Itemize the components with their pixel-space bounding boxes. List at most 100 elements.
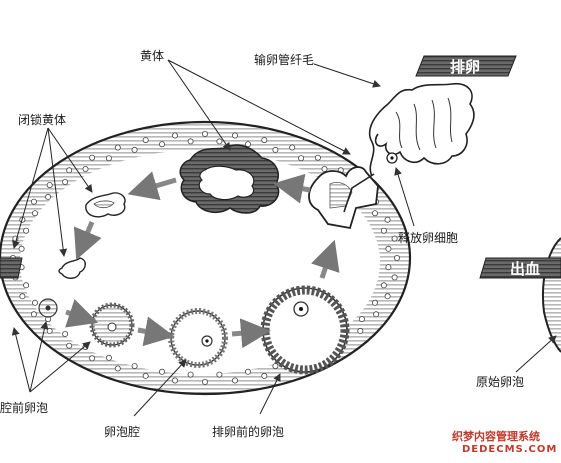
primordial-follicle-dot [187,138,194,145]
primordial-follicle-dot [105,155,112,162]
primordial-follicle-dot [261,137,268,144]
primordial-follicle-dot [380,282,387,289]
second-ovary-edge [542,237,561,353]
arrow-preovulatory-to-rupture [311,239,340,279]
primordial-follicle-dot [114,144,121,151]
primordial-follicle-dot [82,165,89,172]
pointer-antral-1 [29,321,49,393]
primordial-follicle-dot [289,144,296,151]
primordial-follicle-dot [19,293,26,300]
primordial-follicle-dot [158,141,165,148]
banner-hemorrhage: 出血 [479,257,561,279]
primordial-follicle-dot [261,372,268,379]
label-antral-follicle: 腔前卵泡 [0,400,48,415]
primordial-follicle-dot [216,138,223,145]
primordial-follicle-dot [391,274,398,281]
primordial-follicle-dot [298,155,305,162]
label-primordial-follicle: 原始卵泡 [476,375,524,389]
fimbriae-folds [395,97,453,151]
primordial-follicle-dot [380,227,387,234]
arrow-secondary-to-antral [137,316,175,347]
label-follicular-antrum: 卵泡腔 [104,424,140,439]
primordial-follicle-dot [385,245,392,252]
primordial-follicle-dot [62,178,69,185]
primordial-follicle-dot [46,327,53,334]
primordial-follicle-dot [105,354,112,361]
primordial-follicle-dot [371,299,378,306]
arrow-rupture-to-luteum [273,173,311,204]
primordial-follicle-dot [30,198,37,205]
secondary-follicle-oocyte [107,322,117,332]
pointer-primordial [515,335,557,373]
text-labels: 黄体 输卵管纤毛 闭锁黄体 释放卵细胞 腔前卵泡 卵泡腔 排卵前的卵泡 原始卵泡 [0,49,524,439]
primordial-follicle-dot [45,193,52,200]
primordial-follicle-dot [187,371,194,378]
primordial-follicle-dot [393,254,400,261]
primordial-follicle-dot [373,311,380,318]
primordial-follicle-dot [216,371,223,378]
secondary-follicle-granulosa [89,302,135,348]
released-oocyte-nucleus [390,156,394,160]
fimbriae-stalk [343,173,375,213]
primordial-follicle-dot [384,293,391,300]
label-released-oocyte: 释放卵细胞 [398,230,458,245]
primordial-follicle-dot [171,377,178,384]
primordial-follicle-dot [66,167,73,174]
primordial-follicle-dot [114,365,121,372]
primordial-follicle-dot [321,165,328,172]
primordial-follicle-dot [384,216,391,223]
primordial-follicle-dot [201,378,208,385]
primordial-follicle-dot [244,368,251,375]
watermark-line1: 织梦内容管理系统 [452,430,540,443]
primordial-follicle-dot [371,210,378,217]
primordial-follicle-dot [171,132,178,139]
label-oviduct-fimbriae: 输卵管纤毛 [254,52,314,67]
banner-left-bg [0,257,23,279]
antral-follicle-nucleus [205,339,209,343]
banner-hemorrhage-text: 出血 [510,260,540,278]
primordial-follicle-dot [358,316,365,323]
primordial-follicle-dot [272,146,279,153]
corpus-atreticum-1-detail [93,200,115,209]
pointer-atreticum-1 [47,127,93,193]
primary-follicle-oocyte [45,305,51,311]
arrow-atreticum-to-atreticum [73,221,102,260]
arrow-antral-to-preovulatory [231,318,271,349]
label-pointers [11,59,557,417]
banner-ovulation: 排卵 [415,55,517,77]
primordial-follicle-dot [201,130,208,137]
label-preovulatory-follicle: 排卵前的卵泡 [212,424,284,439]
banner-hemorrhage-bg [479,257,561,279]
primordial-follicle-dot [66,342,73,349]
banner-left [0,257,23,279]
primordial-follicle-dot [89,154,96,161]
process-arrows [65,171,340,349]
primordial-follicle-dot [231,132,238,139]
pointer-atreticum-2 [47,127,68,257]
primordial-follicle-dot [131,363,138,370]
pointer-corpus-luteum-2 [167,59,351,155]
primordial-follicle-dot [385,264,392,271]
corpus-luteum-shape [179,144,280,214]
pointer-corpus-luteum-1 [167,59,231,151]
primordial-follicle-dot [272,363,279,370]
fimbriae-outline [368,82,475,177]
primordial-follicle-dot [231,377,238,384]
primordial-follicle-dot [23,282,30,289]
primordial-follicle-dot [391,235,398,242]
primordial-follicle-dot [131,146,138,153]
banner-ovulation-text: 排卵 [450,58,480,76]
label-corpus-luteum: 黄体 [140,49,164,63]
primordial-follicle-dot [244,141,251,148]
primordial-follicle-dot [46,182,53,189]
primordial-follicle-dot [314,154,321,161]
primordial-follicle-dot [89,355,96,362]
label-corpus-atreticum: 闭锁黄体 [18,112,66,127]
banner-ovulation-bg [415,55,517,77]
primordial-follicle-dot [18,245,25,252]
primordial-follicle-dot [357,327,364,334]
corpus-luteum-inner [198,165,255,201]
primordial-follicle-dot [32,210,39,217]
